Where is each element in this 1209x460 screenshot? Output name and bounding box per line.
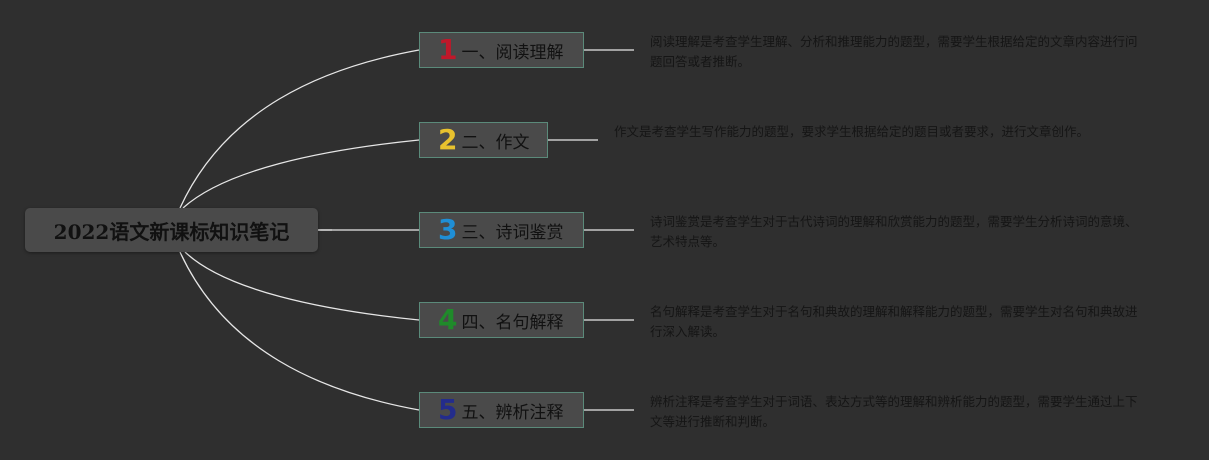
branch-node-5[interactable]: 5 五、辨析注释: [419, 392, 584, 428]
branch-description-4: 名句解释是考查学生对于名句和典故的理解和解释能力的题型，需要学生对名句和典故进行…: [650, 304, 1138, 339]
branch-label-3: 三、诗词鉴赏: [461, 222, 564, 243]
root-node[interactable]: 2022语文新课标知识笔记: [25, 208, 318, 252]
branch-number-5: 5: [438, 393, 458, 426]
branch-number-1: 1: [438, 33, 458, 66]
connector-1: [179, 49, 420, 209]
branch-description-3: 诗词鉴赏是考查学生对于古代诗词的理解和欣赏能力的题型，需要学生分析诗词的意境、艺…: [650, 214, 1138, 249]
branch-label-1: 一、阅读理解: [461, 42, 564, 63]
branch-node-4[interactable]: 4 四、名句解释: [419, 302, 584, 338]
branch-number-2: 2: [438, 123, 458, 156]
connector-2: [182, 139, 420, 209]
branch-label-4: 四、名句解释: [461, 312, 564, 333]
branch-description-2: 作文是考查学生写作能力的题型，要求学生根据给定的题目或者要求，进行文章创作。: [614, 124, 1090, 139]
branch-node-3[interactable]: 3 三、诗词鉴赏: [419, 212, 584, 248]
branch-node-2[interactable]: 2 二、作文: [419, 122, 548, 158]
branch-label-2: 二、作文: [461, 132, 530, 153]
branch-number-3: 3: [438, 213, 458, 246]
root-title: 2022语文新课标知识笔记: [53, 219, 290, 244]
branch-description-5: 辨析注释是考查学生对于词语、表达方式等的理解和辨析能力的题型，需要学生通过上下文…: [650, 394, 1138, 429]
connector-5: [179, 251, 420, 411]
branch-number-4: 4: [438, 303, 458, 336]
branch-description-1: 阅读理解是考查学生理解、分析和推理能力的题型，需要学生根据给定的文章内容进行问题…: [650, 34, 1138, 69]
branch-label-5: 五、辨析注释: [461, 402, 564, 423]
branch-node-1[interactable]: 1 一、阅读理解: [419, 32, 584, 68]
connector-4: [184, 251, 420, 321]
